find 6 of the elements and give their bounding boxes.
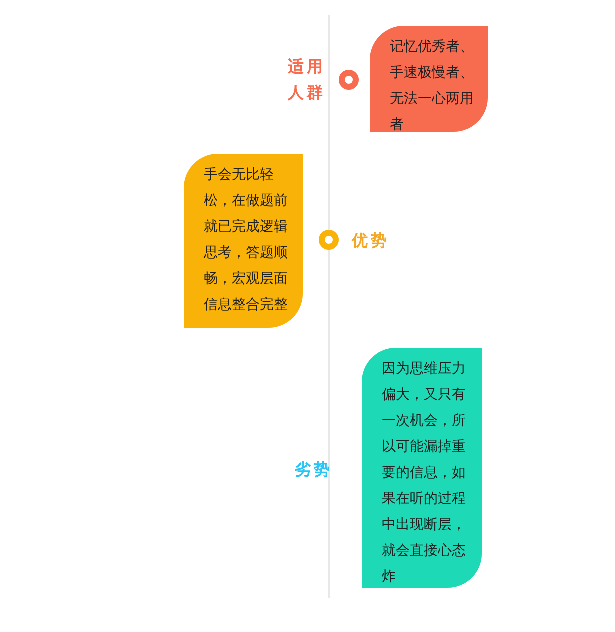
card-text: 因为思维压力偏大，又只有一次机会，所以可能漏掉重要的信息，如果在听的过程中出现断层，就会直接心态炸	[382, 360, 467, 587]
section-heading: 适用人群	[288, 56, 327, 104]
section-heading: 优势	[352, 230, 391, 252]
section-heading: 劣势	[295, 459, 334, 481]
card-text: 手会无比轻松，在做题前就已完成逻辑思考，答题顺畅，宏观层面信息整合完整	[204, 166, 289, 315]
card-text: 记忆优秀者、手速极慢者、无法一心两用者	[390, 38, 474, 135]
